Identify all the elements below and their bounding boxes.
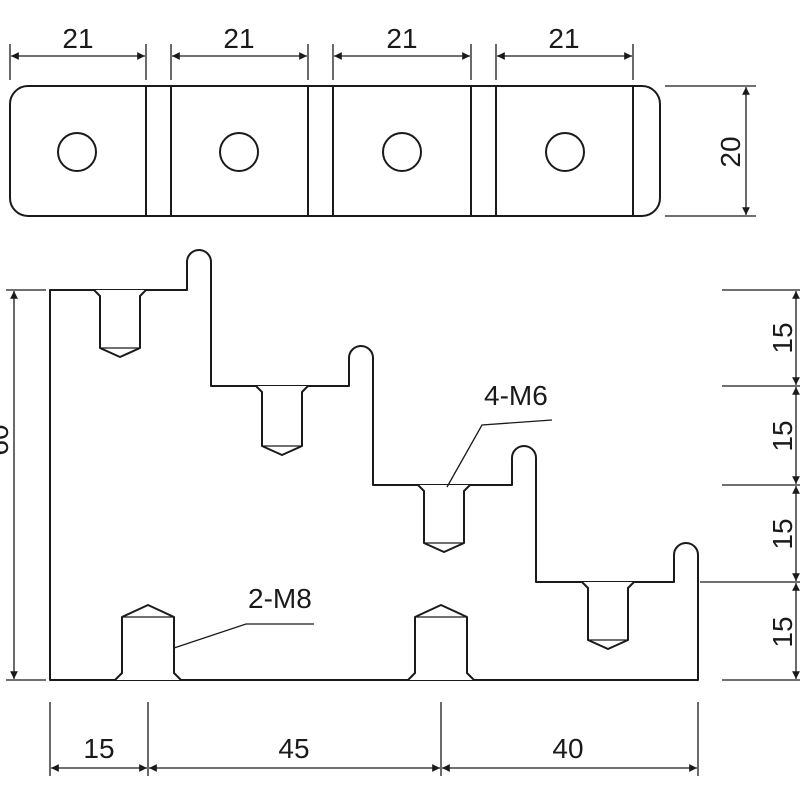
stepped-profile: [49, 249, 699, 681]
dim-label: 60: [0, 424, 14, 455]
front-view: 4-M6 2-M8 60 15 15 15 1: [0, 249, 800, 776]
callout-m6: 4-M6: [446, 380, 553, 488]
step-dimensions: 15 15 15 15: [700, 289, 800, 681]
height-dimension: 20: [665, 85, 756, 217]
mounting-hole: [219, 132, 259, 172]
callout-m6-label: 4-M6: [484, 380, 548, 411]
dim-label: 20: [715, 136, 746, 167]
bottom-dimensions: 15 45 40: [49, 702, 699, 776]
dim-label: 15: [767, 420, 798, 451]
dim-label: 15: [767, 518, 798, 549]
mounting-hole: [382, 132, 422, 172]
top-view-outline: [9, 85, 661, 217]
m6-hole: [93, 289, 147, 358]
dim-label: 15: [83, 733, 114, 764]
segment-dimensions: 21 21 21 21: [9, 23, 634, 80]
dim-label: 40: [552, 733, 583, 764]
m6-hole: [417, 484, 471, 553]
mounting-hole: [545, 132, 585, 172]
dim-label: 45: [278, 733, 309, 764]
dim-label: 21: [386, 23, 417, 54]
dim-label: 21: [548, 23, 579, 54]
dim-label: 21: [223, 23, 254, 54]
dim-label: 15: [767, 616, 798, 647]
dim-label: 15: [767, 322, 798, 353]
overall-height-dimension: 60: [0, 289, 46, 681]
m6-holes: [93, 289, 635, 650]
dim-label: 21: [62, 23, 93, 54]
m8-hole: [407, 604, 475, 681]
m8-holes: [114, 604, 475, 681]
callout-m8: 2-M8: [173, 583, 314, 649]
segment-grooves: [145, 85, 634, 217]
callout-m8-label: 2-M8: [248, 583, 312, 614]
top-view: 21 21 21 21 20: [9, 23, 756, 217]
m8-hole: [114, 604, 182, 681]
m6-hole: [581, 581, 635, 650]
m6-hole: [255, 385, 309, 456]
mounting-hole: [57, 132, 97, 172]
